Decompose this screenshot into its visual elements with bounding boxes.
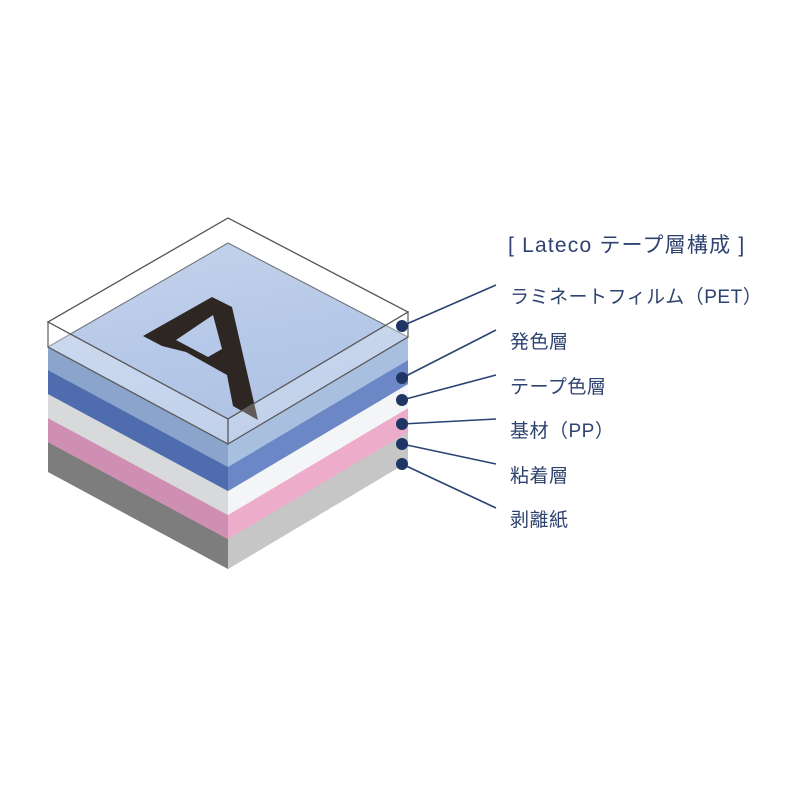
- leader-line-laminate-film: [401, 284, 497, 327]
- leader-line-tape-color: [401, 374, 497, 401]
- leader-line-adhesive: [401, 443, 497, 465]
- leader-line-color-development: [401, 329, 497, 379]
- diagram-title: [ Lateco テープ層構成 ]: [508, 234, 746, 257]
- layer-label-color-development: 発色層: [510, 332, 569, 353]
- leader-dot-base-material: [396, 418, 408, 430]
- leader-dot-tape-color: [396, 394, 408, 406]
- layer-label-adhesive: 粘着層: [510, 466, 569, 487]
- layer-label-release-paper: 剥離紙: [510, 510, 569, 531]
- layer-label-base-material: 基材（PP）: [510, 421, 615, 442]
- leader-line-base-material: [401, 418, 497, 425]
- leader-dot-laminate-film: [396, 320, 408, 332]
- leader-lines: [401, 284, 497, 509]
- layer-label-tape-color: テープ色層: [510, 377, 607, 398]
- surface-letter-A: [143, 297, 258, 420]
- leader-dot-color-development: [396, 372, 408, 384]
- layer-label-laminate-film: ラミネートフィルム（PET）: [510, 287, 763, 308]
- leader-dot-adhesive: [396, 438, 408, 450]
- leader-dot-release-paper: [396, 458, 408, 470]
- layer-body-laminate-film: [46, 217, 410, 446]
- leader-line-release-paper: [401, 463, 497, 509]
- leader-dots: [396, 320, 408, 470]
